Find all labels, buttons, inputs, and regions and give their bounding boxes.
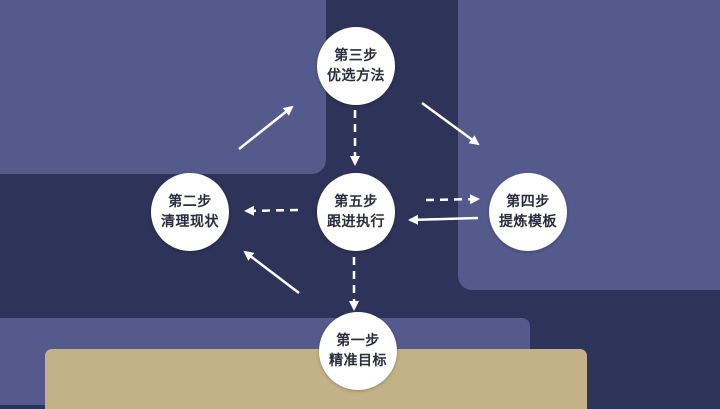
arrow-step1-to-step2	[243, 250, 300, 294]
step1-node: 第一步 精准目标	[319, 312, 397, 390]
background-panel-tan	[45, 349, 587, 409]
step4-subtitle: 提炼模板	[499, 214, 557, 230]
arrow-step5-to-step2-dashed	[244, 205, 299, 216]
step5-title: 第五步	[334, 194, 378, 210]
step3-subtitle: 优选方法	[327, 68, 385, 84]
step2-title: 第二步	[168, 194, 212, 210]
step5-node: 第五步 跟进执行	[317, 173, 395, 251]
background-panel-right	[458, 0, 720, 290]
arrow-step3-to-step4	[421, 101, 480, 146]
arrow-step5-to-step4-dashed	[425, 194, 480, 205]
background-panel-top-left	[0, 0, 326, 174]
step1-title: 第一步	[336, 333, 380, 349]
step2-subtitle: 清理现状	[161, 214, 219, 230]
step5-subtitle: 跟进执行	[327, 214, 385, 230]
step2-node: 第二步 清理现状	[151, 173, 229, 251]
arrow-step2-to-step3	[238, 105, 294, 150]
step3-title: 第三步	[334, 48, 378, 64]
step4-node: 第四步 提炼模板	[489, 173, 567, 251]
step4-title: 第四步	[506, 194, 550, 210]
step1-subtitle: 精准目标	[329, 353, 387, 369]
arrow-step4-to-step5	[408, 214, 479, 225]
step3-node: 第三步 优选方法	[317, 27, 395, 105]
